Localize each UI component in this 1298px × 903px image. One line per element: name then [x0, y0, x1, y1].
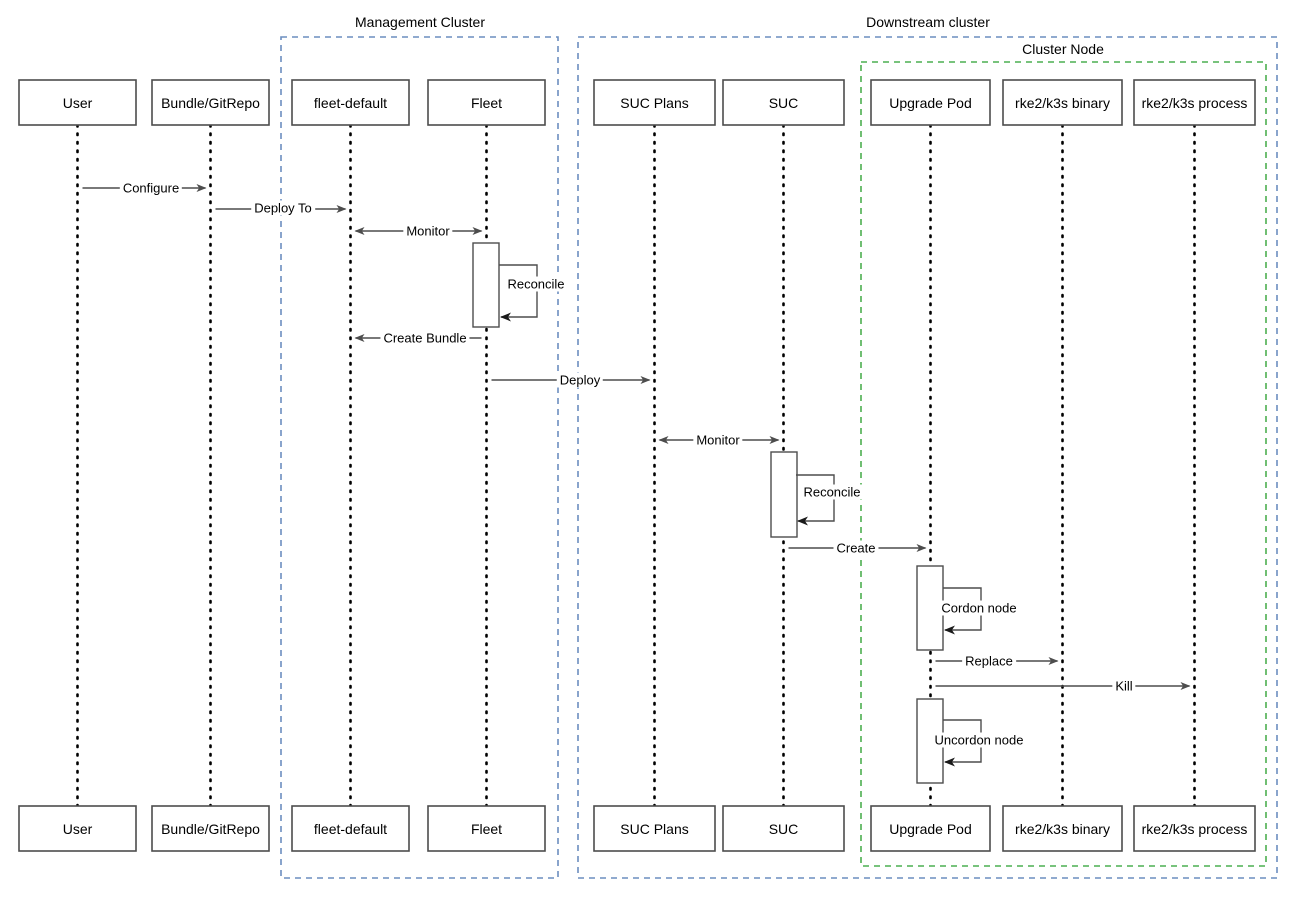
actor-box-fleet-default-top[interactable] [291, 79, 410, 126]
actor-box-fleet-top[interactable] [427, 79, 546, 126]
actor-label-upgrade-pod-top: Upgrade Pod [889, 94, 972, 111]
group-label-management-cluster: Management Cluster [355, 14, 485, 30]
actor-box-rke2-k3s-binary-top[interactable] [1002, 79, 1123, 126]
group-label-downstream-cluster: Downstream cluster [866, 14, 990, 30]
actor-label-suc-top: SUC [768, 94, 799, 111]
message-label-monitor-fleet: Monitor [403, 223, 453, 239]
message-label-uncordon-node: Uncordon node [931, 732, 1027, 748]
actor-box-bundle-gitrepo-top[interactable] [151, 79, 270, 126]
activation-fleet-reconcile [472, 242, 500, 328]
actor-box-bundle-gitrepo-bottom[interactable] [151, 805, 270, 852]
lifelines [76, 123, 1196, 808]
actor-box-suc-top[interactable] [722, 79, 845, 126]
actor-label-rke2-k3s-process-top: rke2/k3s process [1141, 94, 1248, 111]
message-label-create-bundle: Create Bundle [380, 330, 470, 346]
activation-bars [472, 242, 944, 784]
actor-boxes [18, 79, 1256, 852]
actor-label-suc-plans-top: SUC Plans [620, 94, 689, 111]
group-frame-management-cluster [280, 36, 559, 879]
group-label-cluster-node: Cluster Node [1022, 41, 1104, 57]
actor-label-user-bottom: User [62, 820, 93, 837]
actor-label-fleet-top: Fleet [470, 94, 503, 111]
message-label-cordon-node: Cordon node [938, 600, 1020, 616]
actor-label-rke2-k3s-binary-top: rke2/k3s binary [1015, 94, 1110, 111]
actor-label-fleet-bottom: Fleet [470, 820, 503, 837]
actor-box-upgrade-pod-bottom[interactable] [870, 805, 991, 852]
message-label-kill: Kill [1112, 678, 1136, 694]
actor-label-upgrade-pod-bottom: Upgrade Pod [889, 820, 972, 837]
actor-box-fleet-bottom[interactable] [427, 805, 546, 852]
actor-label-suc-plans-bottom: SUC Plans [620, 820, 689, 837]
actor-label-rke2-k3s-binary-bottom: rke2/k3s binary [1015, 820, 1110, 837]
actor-label-suc-bottom: SUC [768, 820, 799, 837]
message-label-reconcile-fleet: Reconcile [504, 276, 568, 292]
group-frames [280, 36, 1278, 879]
actor-label-bundle-gitrepo-top: Bundle/GitRepo [161, 94, 260, 111]
message-arrows [82, 184, 1191, 767]
message-label-deploy-to: Deploy To [251, 200, 315, 216]
actor-box-user-top[interactable] [18, 79, 137, 126]
message-label-monitor-suc: Monitor [693, 432, 743, 448]
actor-box-upgrade-pod-top[interactable] [870, 79, 991, 126]
actor-box-suc-plans-bottom[interactable] [593, 805, 716, 852]
actor-box-suc-bottom[interactable] [722, 805, 845, 852]
actor-box-suc-plans-top[interactable] [593, 79, 716, 126]
actor-box-user-bottom[interactable] [18, 805, 137, 852]
message-label-deploy: Deploy [556, 372, 604, 388]
actor-box-rke2-k3s-process-top[interactable] [1133, 79, 1256, 126]
actor-box-rke2-k3s-process-bottom[interactable] [1133, 805, 1256, 852]
actor-box-rke2-k3s-binary-bottom[interactable] [1002, 805, 1123, 852]
actor-label-rke2-k3s-process-bottom: rke2/k3s process [1141, 820, 1248, 837]
actor-label-fleet-default-top: fleet-default [313, 94, 388, 111]
message-label-configure: Configure [119, 180, 183, 196]
message-label-replace: Replace [962, 653, 1016, 669]
activation-suc-reconcile [770, 451, 798, 538]
actor-label-fleet-default-bottom: fleet-default [313, 820, 388, 837]
actor-label-bundle-gitrepo-bottom: Bundle/GitRepo [161, 820, 260, 837]
actor-label-user-top: User [62, 94, 93, 111]
actor-box-fleet-default-bottom[interactable] [291, 805, 410, 852]
group-frame-cluster-node [860, 61, 1267, 867]
message-label-create: Create [833, 540, 879, 556]
message-label-reconcile-suc: Reconcile [800, 484, 864, 500]
